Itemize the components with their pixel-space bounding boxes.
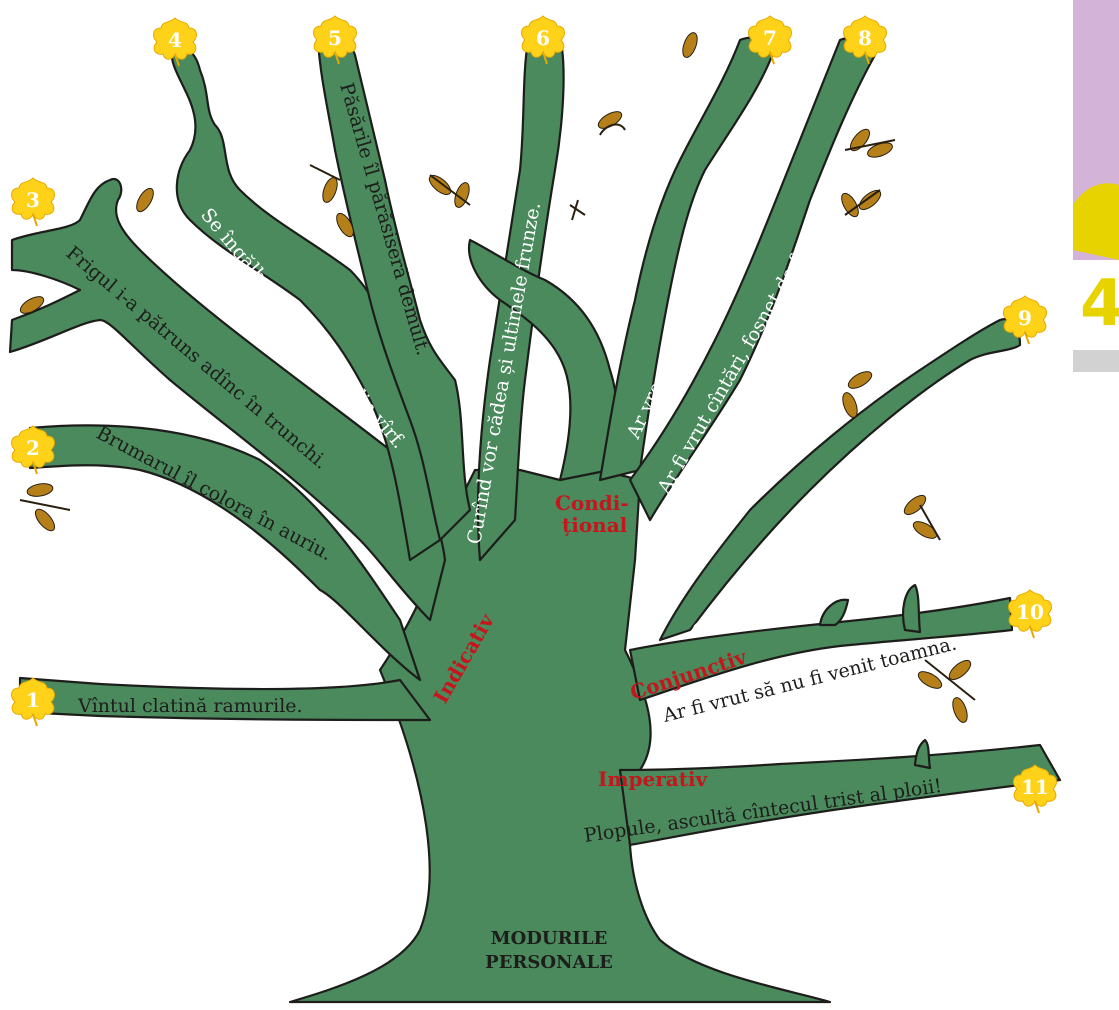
number-leaf-10: 10 [1009,590,1052,638]
branch-stub-2 [903,585,920,632]
branch-stub-1 [915,740,930,768]
brown-leaf [846,368,875,391]
chapter-tab: 4 [1073,0,1119,372]
svg-text:1: 1 [26,688,40,712]
sentence-1: Vîntul clatină ramurile. [77,695,303,717]
mood-imperativ: Imperativ [598,767,709,791]
brown-leaf [26,482,54,498]
svg-text:10: 10 [1016,600,1044,624]
brown-leaf [596,108,625,131]
svg-text:2: 2 [26,436,40,460]
leaf-twig [570,125,625,220]
brown-leaf [840,391,860,420]
svg-text:4: 4 [168,28,182,52]
root-title-line1: MODURILE [491,928,608,949]
mood-conditional-line1: Condi- [555,491,629,515]
brown-leaf [320,176,340,205]
svg-text:11: 11 [1021,775,1049,799]
chapter-number: 4 [1080,267,1119,341]
root-title-line2: PERSONALE [485,952,613,973]
svg-text:7: 7 [763,26,777,50]
svg-text:8: 8 [858,26,872,50]
brown-leaf [133,186,156,215]
chapter-tab-gray [1073,350,1119,372]
svg-text:5: 5 [328,26,342,50]
brown-leaf [680,31,700,60]
number-leaf-3: 3 [12,178,55,226]
svg-text:3: 3 [26,188,40,212]
brown-leaf [32,506,58,534]
brown-leaf [950,696,970,725]
tree-shape [10,38,1060,1002]
svg-text:6: 6 [536,26,550,50]
svg-text:9: 9 [1018,306,1032,330]
mood-conditional-line2: țional [562,513,628,537]
